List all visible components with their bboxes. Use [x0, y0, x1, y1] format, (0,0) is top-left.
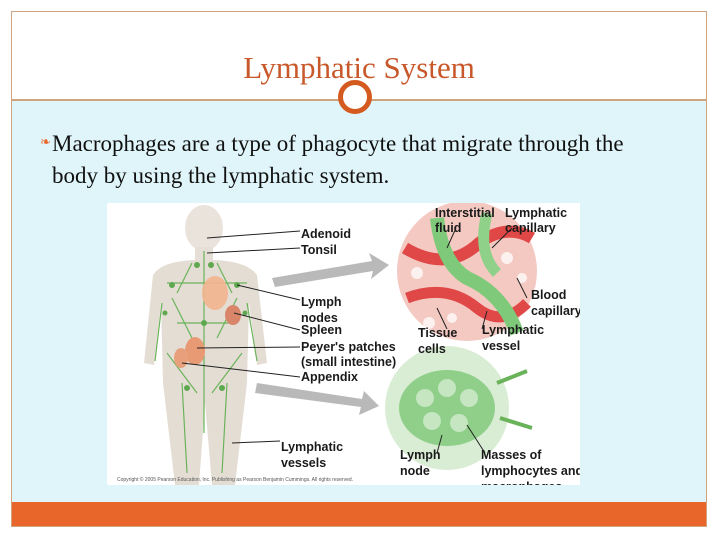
label-lymphatic-vessels-2: vessels: [281, 456, 326, 470]
label-lymph-node-2: node: [400, 464, 430, 478]
label-appendix: Appendix: [301, 370, 358, 384]
copyright-text: Copyright © 2005 Pearson Education, Inc.…: [117, 476, 353, 483]
label-blood-capillary-2: capillary: [531, 304, 580, 318]
label-interstitial-2: fluid: [435, 221, 461, 235]
label-tissue-cells-2: cells: [418, 342, 446, 356]
slide-title: Lymphatic System: [243, 50, 475, 85]
label-peyers-2: (small intestine): [301, 355, 396, 369]
label-lymphatic-capillary-2: capillary: [505, 221, 556, 235]
label-lymphatic-vessel-2: vessel: [482, 339, 520, 353]
label-lymph-node-1: Lymph: [400, 448, 441, 462]
label-blood-capillary-1: Blood: [531, 288, 566, 302]
label-lymph-nodes-1: Lymph: [301, 295, 342, 309]
label-tonsil: Tonsil: [301, 243, 337, 257]
label-spleen: Spleen: [301, 323, 342, 337]
label-masses-2: lymphocytes and: [481, 464, 580, 478]
label-lymph-nodes-2: nodes: [301, 311, 338, 325]
body-figure: [144, 205, 267, 485]
arrow-lower: [255, 383, 379, 415]
lymphatic-diagram: Adenoid Tonsil Lymph nodes Spleen Peyer'…: [107, 203, 580, 485]
label-interstitial-1: Interstitial: [435, 206, 495, 220]
label-lymphatic-vessel-1: Lymphatic: [482, 323, 544, 337]
label-adenoid: Adenoid: [301, 227, 351, 241]
label-tissue-cells-1: Tissue: [418, 326, 457, 340]
arrow-upper: [272, 253, 389, 287]
label-lymphatic-vessels-1: Lymphatic: [281, 440, 343, 454]
label-peyers-1: Peyer's patches: [301, 340, 396, 354]
leader-lines: [181, 227, 528, 454]
bullet-icon: ❧: [40, 134, 51, 149]
circle-ornament: [338, 80, 372, 114]
label-lymphatic-capillary-1: Lymphatic: [505, 206, 567, 220]
label-masses-1: Masses of: [481, 448, 542, 462]
lymph-node-illustration: [385, 346, 533, 470]
bottom-accent-bar: [12, 502, 706, 526]
label-masses-3: macrophages: [481, 480, 562, 485]
bullet-text: Macrophages are a type of phagocyte that…: [52, 131, 624, 188]
